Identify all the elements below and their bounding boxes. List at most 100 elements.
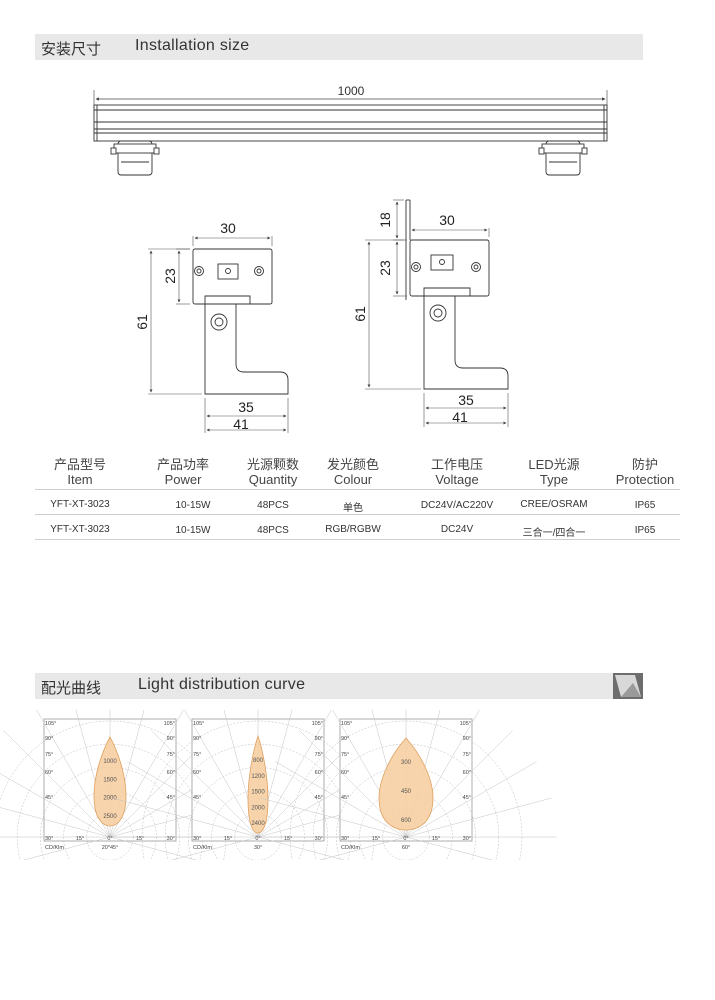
polar-spoke (275, 761, 407, 838)
dim-18-right: 18 (377, 212, 393, 228)
row1-quantity: 48PCS (257, 500, 289, 511)
length-label: 1000 (338, 84, 365, 98)
angle-label-right: 45° (315, 795, 323, 801)
angle-label-30-left: 30° (45, 836, 53, 842)
angle-label-right: 75° (463, 752, 471, 758)
header-quantity-cn: 光源颗数 (246, 457, 299, 472)
angle-label-0: 0° (255, 836, 260, 842)
end-view-right: 18 30 23 61 35 41 (352, 199, 509, 427)
row2-quantity: 48PCS (257, 525, 289, 536)
header-protection-cn: 防护 (631, 457, 658, 472)
ring-value-label: 450 (401, 789, 412, 795)
angle-label-30-left: 30° (341, 836, 349, 842)
ring-value-label: 1500 (103, 777, 117, 783)
row1-protection: IP65 (634, 500, 656, 511)
ring-value-label: 2000 (251, 805, 265, 811)
dim-30-right: 30 (439, 212, 455, 228)
angle-label-right: 90° (167, 736, 175, 742)
header-power: 产品功率 Power (138, 457, 228, 487)
polar-spoke (405, 761, 537, 838)
angle-label-right: 75° (167, 752, 175, 758)
row1-power: 10-15W (175, 500, 211, 511)
angle-label-right: 75° (315, 752, 323, 758)
header-voltage-en: Voltage (435, 472, 479, 487)
header-item-cn: 产品型号 (53, 457, 106, 472)
angle-label-30-right: 30° (315, 836, 323, 842)
dim-41-left: 41 (233, 416, 249, 432)
header-type: LED光源 Type (509, 457, 599, 487)
header-quantity-en: Quantity (248, 472, 298, 487)
dim-61-left: 61 (134, 314, 150, 330)
angle-label-left: 105° (193, 721, 204, 727)
header-power-en: Power (164, 472, 202, 487)
unit-label: CD/Klm (45, 845, 64, 851)
dim-30-left: 30 (220, 220, 236, 236)
dim-41-right: 41 (452, 409, 468, 425)
polar-spoke (405, 836, 493, 860)
header-power-cn: 产品功率 (156, 457, 209, 472)
angle-label-left: 105° (45, 721, 56, 727)
polar-spoke (319, 836, 407, 860)
light-distribution-title-cn: 配光曲线 (41, 679, 102, 697)
lamp-bar-side-view (93, 104, 608, 176)
beam-angle-label: 20*45° (102, 845, 119, 851)
angle-label-15-right: 15° (432, 836, 440, 842)
ring-value-label: 1000 (103, 759, 117, 765)
polar-spoke (109, 836, 197, 860)
header-colour-en: Colour (333, 472, 373, 487)
polar-spoke (184, 710, 259, 838)
angle-label-right: 105° (460, 721, 471, 727)
row1-colour: 单色 (343, 503, 363, 514)
installation-drawing: 1000 (93, 84, 608, 433)
table-divider-top (35, 489, 680, 490)
row1-type: CREE/OSRAM (520, 499, 588, 510)
header-voltage: 工作电压 Voltage (412, 457, 502, 487)
ring-value-label: 2400 (251, 821, 265, 827)
polar-spoke (257, 836, 345, 860)
ring-value-label: 2500 (103, 814, 117, 820)
row2-protection: IP65 (634, 525, 656, 536)
angle-label-right: 90° (315, 736, 323, 742)
beam-shape-2 (247, 734, 269, 834)
row2-power: 10-15W (175, 525, 211, 536)
polar-spoke (257, 710, 332, 838)
angle-label-left: 60° (341, 770, 349, 776)
angle-label-left: 90° (45, 736, 53, 742)
angle-label-right: 45° (463, 795, 471, 801)
table-divider-bottom (35, 539, 680, 540)
angle-label-right: 60° (315, 770, 323, 776)
corner-logo-icon (613, 673, 643, 699)
angle-label-30-right: 30° (167, 836, 175, 842)
angle-label-left: 45° (341, 795, 349, 801)
beam-angle-label: 30° (254, 845, 262, 851)
angle-label-15-right: 15° (284, 836, 292, 842)
angle-label-0: 0° (403, 836, 408, 842)
polar-spoke (23, 836, 111, 860)
ring-value-label: 600 (401, 818, 412, 824)
angle-label-15-left: 15° (224, 836, 232, 842)
unit-label: CD/Klm (193, 845, 212, 851)
polar-spoke (171, 836, 259, 860)
light-distribution-title-en: Light distribution curve (138, 676, 306, 693)
angle-label-left: 60° (193, 770, 201, 776)
dim-35-left: 35 (238, 399, 254, 415)
angle-label-30-right: 30° (463, 836, 471, 842)
header-colour: 发光颜色 Colour (308, 457, 398, 487)
header-colour-cn: 发光颜色 (326, 457, 379, 472)
header-protection-en: Protection (615, 472, 675, 487)
installation-title-en: Installation size (135, 37, 250, 54)
angle-label-15-right: 15° (136, 836, 144, 842)
installation-title-cn: 安装尺寸 (41, 40, 102, 58)
beam-shape-1 (93, 736, 127, 827)
angle-label-right: 105° (164, 721, 175, 727)
polar-spoke (3, 730, 111, 838)
dim-35-right: 35 (458, 392, 474, 408)
length-dimension: 1000 (93, 84, 608, 110)
row2-item: YFT-XT-3023 (50, 524, 110, 535)
row1-item: YFT-XT-3023 (50, 499, 110, 510)
polar-spoke (127, 761, 259, 838)
installation-section-header: 安装尺寸 Installation size (35, 34, 643, 60)
polar-spoke (0, 773, 111, 838)
end-view-left: 30 23 61 35 41 (134, 220, 289, 433)
header-type-en: Type (539, 472, 569, 487)
